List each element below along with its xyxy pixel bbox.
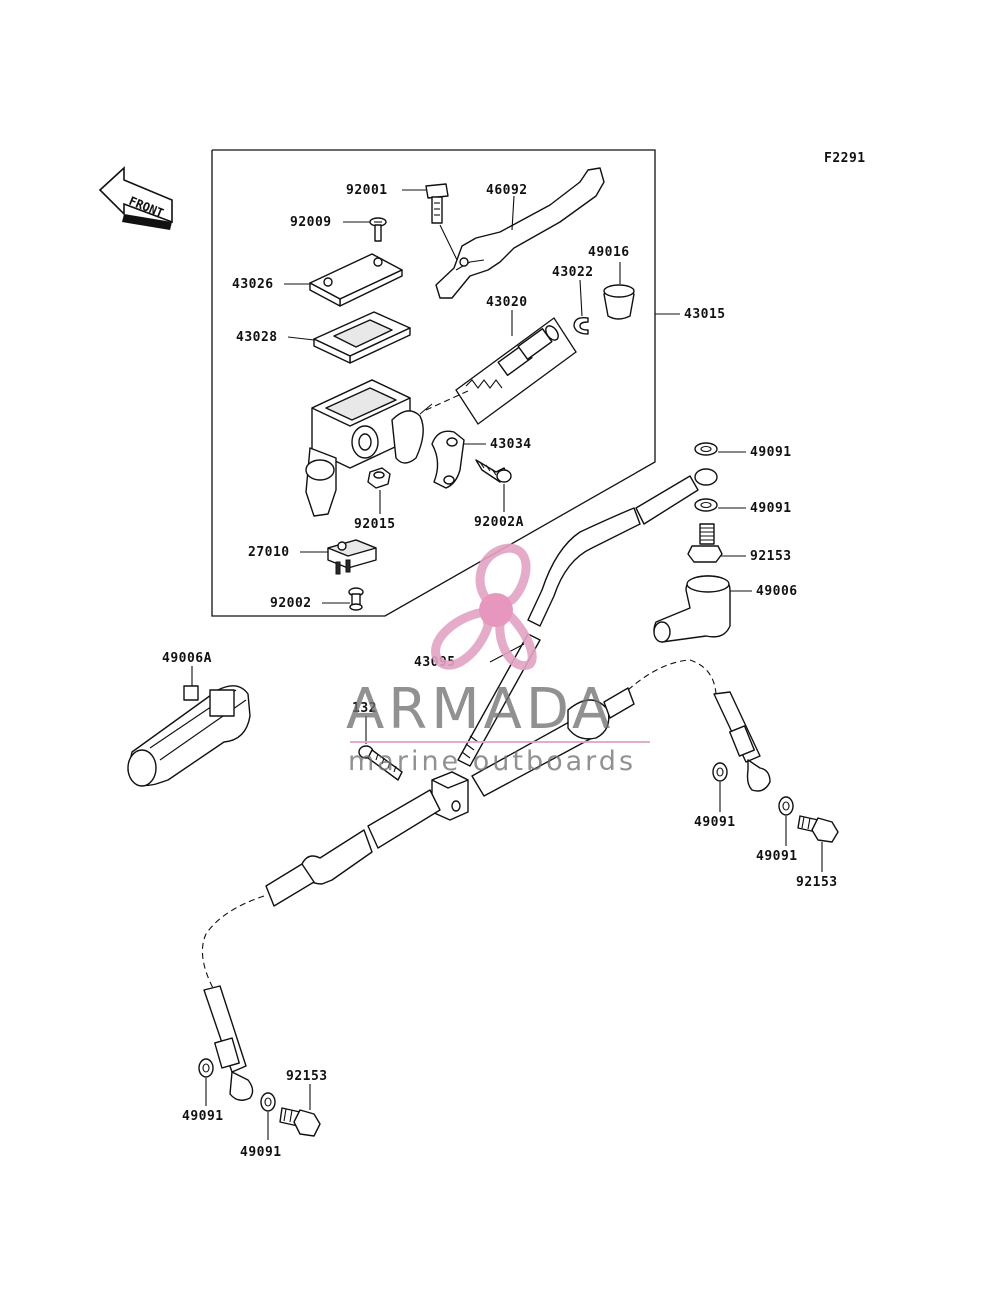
reservoir-cap-43026: [309, 253, 403, 307]
label-132: 132: [352, 701, 377, 716]
label-92002: 92002: [270, 596, 312, 611]
screw-92009: [369, 217, 387, 242]
banjo-bolt-92153-c: [279, 1107, 321, 1137]
nut-92015: [367, 467, 391, 489]
figure-code: F2291: [824, 151, 866, 166]
left-hose: [201, 789, 441, 1101]
label-43020: 43020: [486, 295, 528, 310]
circlip-43022: [573, 316, 589, 335]
label-49016: 49016: [588, 245, 630, 260]
diaphragm-43028: [313, 311, 411, 364]
washer-49091-e: [198, 1058, 214, 1078]
banjo-bolt-92153-b: [797, 815, 839, 843]
assembly-frame: [211, 149, 656, 617]
label-49091-d: 49091: [756, 849, 798, 864]
piston-kit-43020: [455, 317, 577, 425]
dust-boot-49016: [603, 284, 635, 320]
label-49006A: 49006A: [162, 651, 212, 666]
upper-hose: [527, 468, 718, 627]
label-49091-e: 49091: [182, 1109, 224, 1124]
clamp-43034: [431, 430, 465, 489]
label-43026: 43026: [232, 277, 274, 292]
label-27010: 27010: [248, 545, 290, 560]
label-92001: 92001: [346, 183, 388, 198]
boot-49006: [653, 575, 731, 643]
label-92009: 92009: [290, 215, 332, 230]
master-cylinder-body: [305, 379, 433, 517]
boot-49006A: [127, 685, 251, 787]
washer-49091-f: [260, 1092, 276, 1112]
label-92153-b: 92153: [796, 875, 838, 890]
washer-49091-a: [694, 442, 718, 456]
bolt-92002A: [475, 459, 512, 483]
brake-lever-46092: [435, 167, 605, 299]
watermark-brand: ARMADA: [346, 677, 614, 742]
screw-92002: [348, 587, 364, 611]
label-92002A: 92002A: [474, 515, 524, 530]
label-49091-a: 49091: [750, 445, 792, 460]
label-92015: 92015: [354, 517, 396, 532]
label-46092: 46092: [486, 183, 528, 198]
label-92153-c: 92153: [286, 1069, 328, 1084]
label-43028: 43028: [236, 330, 278, 345]
bolt-132: [358, 745, 403, 781]
watermark-tagline: marine outboards: [348, 746, 636, 777]
brake-switch-27010: [327, 539, 377, 575]
washer-49091-c: [712, 762, 728, 782]
label-49091-f: 49091: [240, 1145, 282, 1160]
brake-joint: [431, 771, 469, 821]
label-49006: 49006: [756, 584, 798, 599]
front-arrow-icon: FRONT: [98, 166, 173, 230]
label-49091-b: 49091: [750, 501, 792, 516]
label-92153-a: 92153: [750, 549, 792, 564]
label-43022: 43022: [552, 265, 594, 280]
banjo-bolt-92153-a: [687, 523, 723, 563]
propeller-logo-icon: [431, 543, 537, 671]
pivot-bolt-92001: [425, 183, 449, 224]
right-hose: [471, 659, 771, 797]
label-49091-c: 49091: [694, 815, 736, 830]
washer-49091-b: [694, 498, 718, 512]
armada-watermark: ARMADA marine outboards: [346, 543, 650, 777]
washer-49091-d: [778, 796, 794, 816]
label-43015: 43015: [684, 307, 726, 322]
label-43034: 43034: [490, 437, 532, 452]
